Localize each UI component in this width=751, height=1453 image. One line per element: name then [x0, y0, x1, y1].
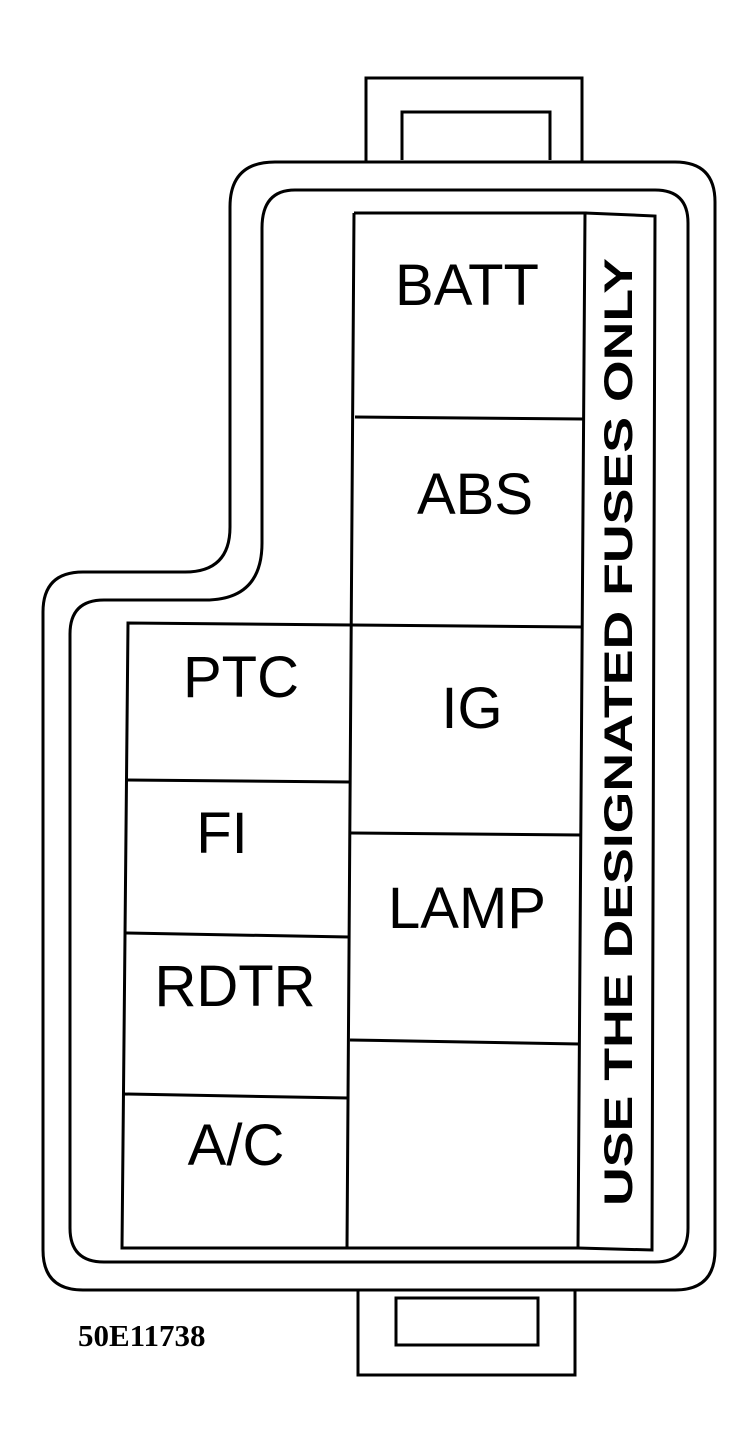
fuse-label-lamp: LAMP [388, 876, 546, 941]
left-fuse-column [120, 621, 353, 1250]
fuse-label-fi: FI [196, 801, 248, 866]
fuse-label-rdtr: RDTR [154, 954, 315, 1019]
divider-batt-abs [354, 415, 584, 421]
bottom-mounting-tab [356, 1290, 577, 1377]
divider-rdtr-ac [123, 1092, 349, 1100]
designated-fuses-note: USE THE DESIGNATED FUSES ONLY [597, 258, 641, 1206]
left-column-dividers [123, 778, 351, 1100]
top-mounting-tab [364, 76, 584, 170]
divider-fi-rdtr [124, 931, 350, 939]
fuse-label-abs: ABS [417, 462, 533, 527]
divider-abs-ig [351, 623, 584, 629]
designated-fuses-strip [577, 211, 657, 1252]
right-column-dividers [349, 415, 584, 1046]
figure-id: 50E11738 [78, 1318, 206, 1353]
housing-outer-outline [41, 160, 717, 1292]
fuse-label-ac: A/C [188, 1113, 285, 1178]
divider-lamp-empty [349, 1038, 580, 1046]
divider-ig-lamp [350, 831, 582, 837]
fuse-label-ig: IG [441, 676, 502, 741]
divider-ptc-fi [126, 778, 351, 784]
housing-inner-outline [68, 188, 690, 1264]
fuse-label-ptc: PTC [183, 645, 299, 710]
fuse-label-batt: BATT [395, 253, 539, 318]
